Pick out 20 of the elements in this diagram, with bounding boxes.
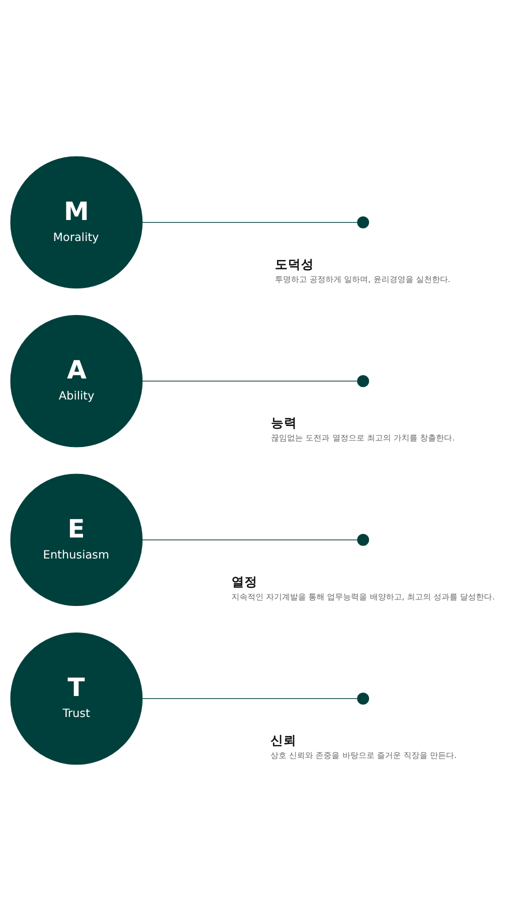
node-circle — [357, 692, 370, 704]
connector — [142, 698, 358, 699]
node-circle: A Ability — [10, 314, 143, 447]
node-circle: E Enthusiasm — [10, 473, 143, 606]
node-label: 끊임없는 도전과 열정으로 최고의 가치를 창출한다. — [271, 432, 455, 442]
node-label: 능력 — [271, 414, 298, 430]
node-label: 도덕성 — [274, 256, 314, 271]
node-circle: T Trust — [10, 632, 143, 764]
node-label: 지속적인 자기계발을 통해 업무능력을 배양하고, 최고의 성과를 달성한다. — [231, 590, 495, 601]
node-label: 상호 신뢰와 존중을 바탕으로 즐거운 직장을 만든다. — [270, 750, 457, 760]
connector — [142, 221, 358, 222]
connector — [142, 380, 358, 381]
node-circle — [357, 216, 370, 228]
node-label: 열정 — [231, 573, 258, 588]
node-circle — [357, 533, 370, 546]
connector — [142, 539, 358, 540]
node-circle: M Morality — [10, 156, 143, 288]
node-circle — [357, 374, 370, 387]
node-label: 신뢰 — [270, 732, 296, 748]
node-label: 투명하고 공정하게 일하며, 윤리경영을 실천한다. — [274, 273, 451, 284]
